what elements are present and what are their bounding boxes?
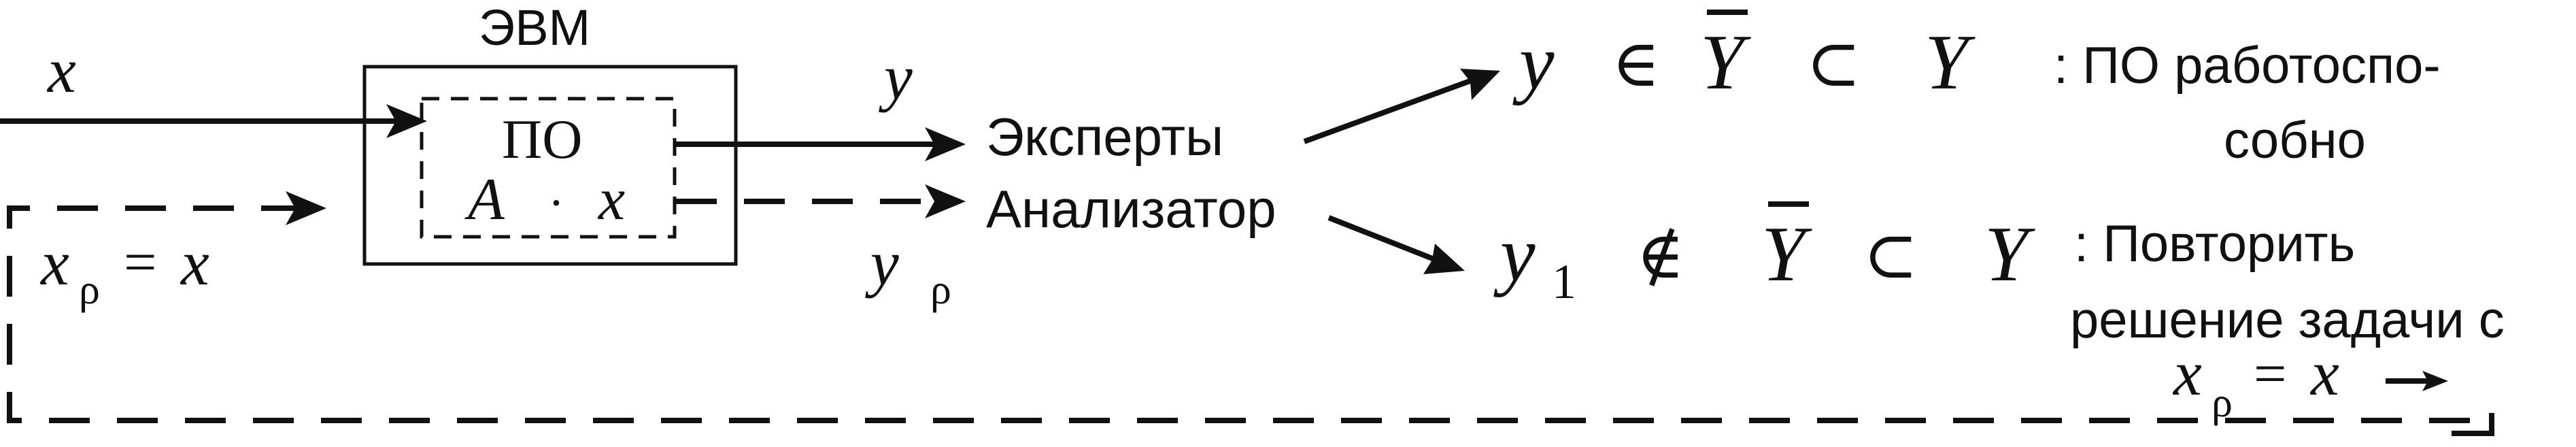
fail-arrowhead [1423, 244, 1465, 274]
ok-y: y [1512, 19, 1555, 106]
input-x: x [46, 35, 76, 106]
fail-sub: 1 [1552, 254, 1576, 309]
xrho-left-eq: = [124, 229, 157, 295]
fail-y: y [1493, 211, 1536, 298]
algo-a: A [464, 167, 505, 233]
algo-x: x [597, 167, 625, 233]
output-y: y [879, 42, 913, 113]
fail-arrow-line [1327, 215, 1439, 263]
ok-subset: ⊂ [1806, 27, 1861, 100]
output-arrowhead [925, 127, 966, 161]
xrho-left-x: x [39, 228, 69, 299]
ok-text-line2: собно [2224, 112, 2366, 169]
input-arrowhead [386, 104, 427, 138]
fail-text-line2: решение задачи с [2070, 291, 2505, 349]
algo-dot: · [548, 176, 564, 230]
software-label: ПО [502, 108, 582, 170]
yrho-arrowhead [925, 184, 966, 218]
xrho-left-rho: ρ [79, 267, 100, 313]
ok-Y: Y [1925, 19, 1976, 106]
fail-subset: ⊂ [1863, 219, 1918, 292]
ok-ybar: Y [1700, 19, 1751, 106]
repeat-rhs: x [2309, 338, 2339, 409]
fail-notin: ∉ [1636, 219, 1684, 292]
repeat-rho: ρ [2211, 380, 2233, 426]
feedback-arrowhead [286, 191, 326, 225]
feedback-loop-line [7, 205, 2470, 423]
feedback-corner [2452, 413, 2494, 436]
yrho-y: y [865, 228, 899, 299]
repeat-arrowhead [2422, 371, 2448, 391]
fail-ybar: Y [1761, 211, 1812, 298]
computer-box [362, 65, 738, 266]
ok-arrow-line [1303, 76, 1477, 144]
ok-text-line1: : ПО работоспо- [2054, 37, 2441, 95]
fail-text-line1: : Повторить [2074, 215, 2355, 273]
ok-arrowhead [1460, 69, 1500, 100]
fail-Y: Y [1984, 211, 2035, 298]
repeat-x: x [2172, 338, 2202, 409]
analyzer-label: Анализатор [986, 179, 1276, 239]
ok-in: ∈ [1612, 27, 1660, 100]
repeat-eq: = [2254, 341, 2287, 406]
yrho-rho: ρ [930, 267, 951, 313]
xrho-left-rhs: x [180, 228, 209, 299]
software-box [420, 97, 677, 239]
experts-label: Эксперты [986, 107, 1223, 167]
computer-label: ЭВМ [479, 0, 590, 56]
